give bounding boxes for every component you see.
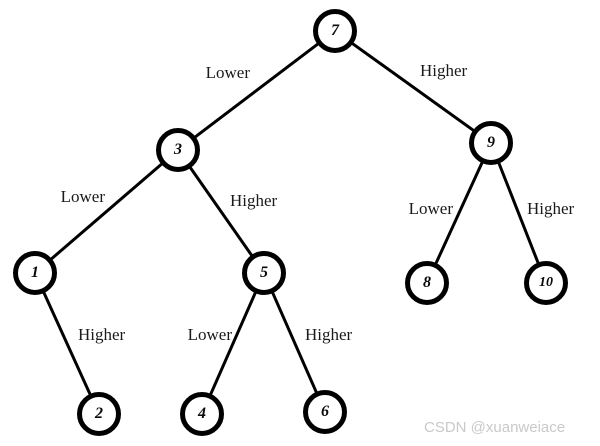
edge-label-n3-n5: Higher [230, 191, 278, 210]
edge-label-n3-n1: Lower [60, 187, 105, 206]
tree-node-3[interactable]: 3 [156, 128, 200, 172]
edge-label-n7-n9: Higher [420, 61, 468, 80]
tree-node-label: 4 [198, 405, 206, 422]
edge-label-n1-n2: Higher [78, 325, 126, 344]
tree-node-6[interactable]: 6 [303, 390, 347, 434]
tree-node-1[interactable]: 1 [13, 251, 57, 295]
tree-edge [208, 289, 258, 398]
tree-node-label: 1 [31, 264, 39, 281]
tree-edge [496, 160, 541, 266]
tree-edge [349, 41, 477, 133]
edge-label-n9-n8: Lower [408, 199, 453, 218]
edge-label-n9-n10: Higher [527, 199, 575, 218]
tree-edge [48, 161, 165, 262]
tree-node-label: 7 [331, 22, 339, 39]
tree-node-2[interactable]: 2 [77, 392, 121, 436]
tree-node-4[interactable]: 4 [180, 392, 224, 436]
edge-label-n5-n6: Higher [305, 325, 353, 344]
tree-node-label: 9 [487, 134, 495, 151]
watermark-text: CSDN @xuanweiace [424, 419, 566, 436]
tree-node-label: 3 [174, 141, 182, 158]
tree-edge [187, 164, 255, 259]
edge-label-n7-n3: Lower [205, 63, 250, 82]
tree-node-label: 2 [95, 405, 103, 422]
tree-node-9[interactable]: 9 [469, 121, 513, 165]
tree-node-label: 8 [423, 274, 431, 291]
tree-node-8[interactable]: 8 [405, 261, 449, 305]
edge-label-n5-n4: Lower [187, 325, 232, 344]
tree-node-label: 6 [321, 403, 329, 420]
tree-node-label: 5 [260, 264, 268, 281]
tree-edge [270, 289, 319, 396]
tree-edge [192, 41, 321, 140]
tree-node-label: 10 [539, 275, 553, 290]
tree-edge [433, 159, 485, 267]
tree-node-10[interactable]: 10 [524, 261, 568, 305]
tree-node-5[interactable]: 5 [242, 251, 286, 295]
tree-edge [41, 289, 93, 398]
tree-node-7[interactable]: 7 [313, 9, 357, 53]
